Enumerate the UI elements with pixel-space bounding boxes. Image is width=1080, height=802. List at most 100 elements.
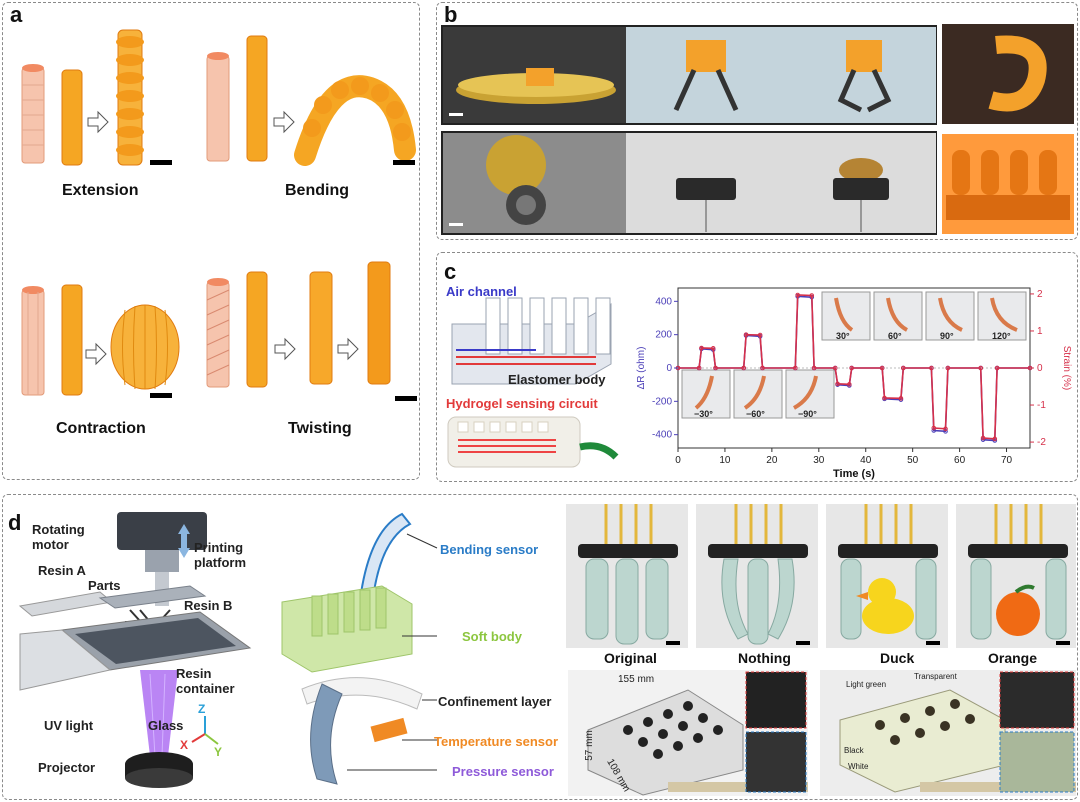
y-tick-label: -400 [652,430,672,441]
lattice-height-label: 57 mm [583,730,595,761]
axis-y-label: Y [214,745,223,759]
series-point-1 [900,365,906,371]
y-right-tick-label: -1 [1037,400,1046,411]
twisting-actuator-mid [309,271,333,385]
photo-actuator-on-coin [443,133,626,233]
label-parts: Parts [88,578,121,593]
resin-a-tray [18,591,114,617]
series-point-1 [696,365,702,371]
series-point-1 [980,435,986,441]
label-pressure-sensor: Pressure sensor [452,764,554,779]
angle-label: 120° [992,331,1011,341]
lattice-label-light-green: Light green [846,680,887,689]
series-point-1 [809,293,815,298]
photo-actuator-array [942,134,1074,234]
extension-arrow [87,110,109,134]
angle-label: 60° [888,331,902,341]
sensor-exploded-view [281,512,438,785]
angle-label: −30° [694,409,713,419]
angle-label: −60° [746,409,765,419]
label-resin-container: Resin container [176,666,235,696]
extension-actuator-extended [116,29,144,166]
panel-c-label: c [444,259,457,284]
photo-gripper-closed [786,27,936,123]
series-point-1 [882,395,887,401]
photo-actuator-inflated [786,133,936,233]
photo-gripper-on-coin [443,27,626,123]
label-soft-body: Soft body [462,629,522,644]
elastomer-body-drawing [451,297,612,385]
extension-actuator-initial [61,69,83,166]
series-point-1 [992,436,998,442]
lattice-photo-green-transparent [820,670,1076,796]
panel-a-label: a [10,2,23,27]
label-projector: Projector [38,760,96,775]
series-point-1 [835,381,840,387]
angle-inset-top [977,291,1027,341]
twisting-initial-cylinder [206,278,230,388]
resin-b-vat [19,611,252,691]
label-bending-sensor: Bending sensor [440,542,539,557]
angle-label: −90° [798,409,817,419]
contraction-actuator-inflated [110,304,180,390]
series-point-1 [847,382,852,387]
series-point-1 [793,365,798,371]
axis-x-label: X [180,738,189,752]
y-axis-label: ΔR (ohm) [636,347,647,390]
y-right-axis-label: Strain (%) [1061,346,1072,390]
x-tick-label: 20 [766,455,778,466]
series-point-1 [832,365,838,371]
twisting-arrow-1 [274,337,296,361]
extension-initial-cylinder [21,64,45,164]
lattice-photos [568,670,1076,796]
label-glass: Glass [148,718,184,733]
platform-updown-arrow [178,524,190,558]
label-air-channel: Air channel [446,284,517,299]
caption-extension: Extension [62,182,139,199]
lattice-photo-black-white [568,670,808,796]
y-right-tick-label: 2 [1037,289,1043,300]
x-axis-label: Time (s) [833,468,875,480]
x-tick-label: 10 [719,455,731,466]
gripper-photo-duck [826,504,948,648]
photo-actuator-flat [626,133,786,233]
angle-inset-curve [938,297,963,332]
lattice-label-black: Black [844,746,864,755]
bending-actuator-initial [246,35,268,162]
angle-inset-top [873,291,923,341]
angle-inset-curve [990,297,1018,332]
x-tick-label: 40 [860,455,872,466]
hydrogel-device-photo [447,416,619,468]
contraction-arrow [85,342,107,366]
series-point-1 [795,292,800,298]
label-printing-platform: Printing platform [194,540,246,570]
bending-initial-cylinder [206,52,230,162]
series-point-1 [943,426,948,432]
angle-label: 90° [940,331,954,341]
panel-b-photos [441,24,1074,235]
y-tick-label: -200 [652,396,672,407]
caption-bending: Bending [285,182,349,199]
xyz-axes [191,716,219,745]
y-right-tick-label: 0 [1037,363,1043,374]
angle-inset-curve [834,297,854,332]
angle-inset-curve [743,375,766,410]
series-line-1 [678,294,1030,440]
x-tick-label: 50 [907,455,919,466]
label-elastomer-body: Elastomer body [508,372,606,387]
series-point-1 [929,365,934,371]
y-tick-label: 400 [655,296,672,307]
y-right-tick-label: -2 [1037,437,1046,448]
label-resin-a: Resin A [38,563,86,578]
x-tick-label: 70 [1001,455,1013,466]
series-point-1 [710,346,716,351]
lattice-width-label: 155 mm [618,674,655,685]
series-point-1 [760,365,765,371]
series-point-1 [699,345,704,351]
x-tick-label: 0 [675,455,681,466]
gripper-caption-orange: Orange [988,650,1038,666]
label-resin-b: Resin B [184,598,233,613]
y-tick-label: 200 [655,330,672,341]
twisting-scale-bar [395,396,417,401]
